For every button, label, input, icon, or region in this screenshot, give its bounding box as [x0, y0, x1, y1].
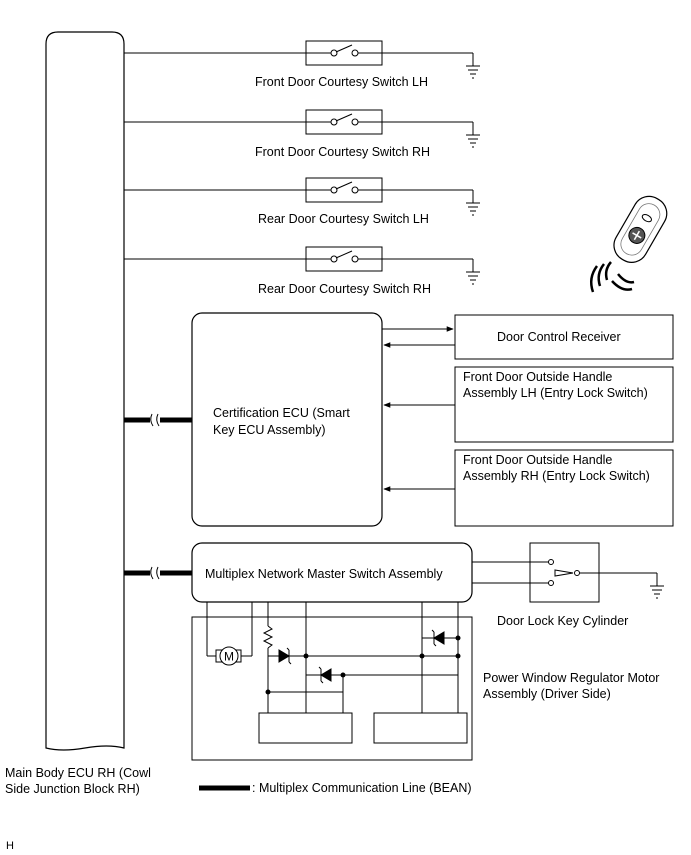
motor-internal-block-2: [373, 712, 468, 744]
ground-icon: [466, 271, 480, 285]
front-handle-lh-label-1: Front Door Outside Handle: [463, 370, 613, 384]
switch-label-rear-lh: Rear Door Courtesy Switch LH: [258, 212, 429, 226]
ground-icon: [466, 202, 480, 216]
front-handle-rh-label-2: Assembly RH (Entry Lock Switch): [463, 469, 650, 483]
ground-icon: [466, 65, 480, 79]
power-window-motor-label-2: Assembly (Driver Side): [483, 687, 611, 701]
multiplex-line-2: [124, 566, 192, 580]
diode-icon: [278, 647, 292, 665]
front-handle-rh-box: [454, 449, 674, 527]
footer-code: H: [6, 840, 14, 852]
ground-icon: [650, 585, 664, 599]
key-cylinder-switch-symbol: [472, 559, 658, 586]
motor-symbol: M: [224, 650, 234, 664]
legend-label: : Multiplex Communication Line (BEAN): [252, 781, 472, 795]
diode-icon: [431, 629, 445, 647]
front-handle-lh-box: [454, 366, 674, 443]
switch-label-front-lh: Front Door Courtesy Switch LH: [255, 75, 428, 89]
front-handle-lh-label-2: Assembly LH (Entry Lock Switch): [463, 386, 648, 400]
smart-key-icon: [589, 195, 668, 293]
motor-icon: [215, 646, 242, 666]
courtesy-switch-lines: [124, 52, 474, 272]
main-body-ecu-box: [45, 31, 125, 751]
ground-icon: [466, 134, 480, 148]
master-switch-box: [191, 542, 473, 603]
multiplex-line-1: [124, 413, 192, 427]
main-body-ecu-label-2: Side Junction Block RH): [5, 782, 140, 796]
switch-symbol-2: [305, 109, 383, 135]
power-window-motor-label-1: Power Window Regulator Motor: [483, 671, 660, 685]
switch-label-rear-rh: Rear Door Courtesy Switch RH: [258, 282, 431, 296]
junction-dots: [265, 635, 461, 695]
diode-icon: [318, 666, 332, 684]
master-switch-label: Multiplex Network Master Switch Assembly: [205, 567, 443, 581]
switch-label-front-rh: Front Door Courtesy Switch RH: [255, 145, 431, 159]
switch-symbol-3: [305, 177, 383, 203]
main-body-ecu-label-1: Main Body ECU RH (Cowl: [5, 766, 151, 780]
key-cylinder-label: Door Lock Key Cylinder: [497, 614, 629, 628]
front-handle-rh-label-1: Front Door Outside Handle: [463, 453, 613, 467]
motor-internal-block-1: [258, 712, 353, 744]
switch-symbol-1: [305, 40, 383, 66]
switch-symbol-4: [305, 246, 383, 272]
certification-ecu-label-2: Key ECU Assembly): [213, 423, 326, 437]
door-control-receiver-label: Door Control Receiver: [497, 330, 621, 344]
certification-ecu-label-1: Certification ECU (Smart: [213, 406, 350, 420]
door-control-receiver-box: [454, 314, 674, 360]
